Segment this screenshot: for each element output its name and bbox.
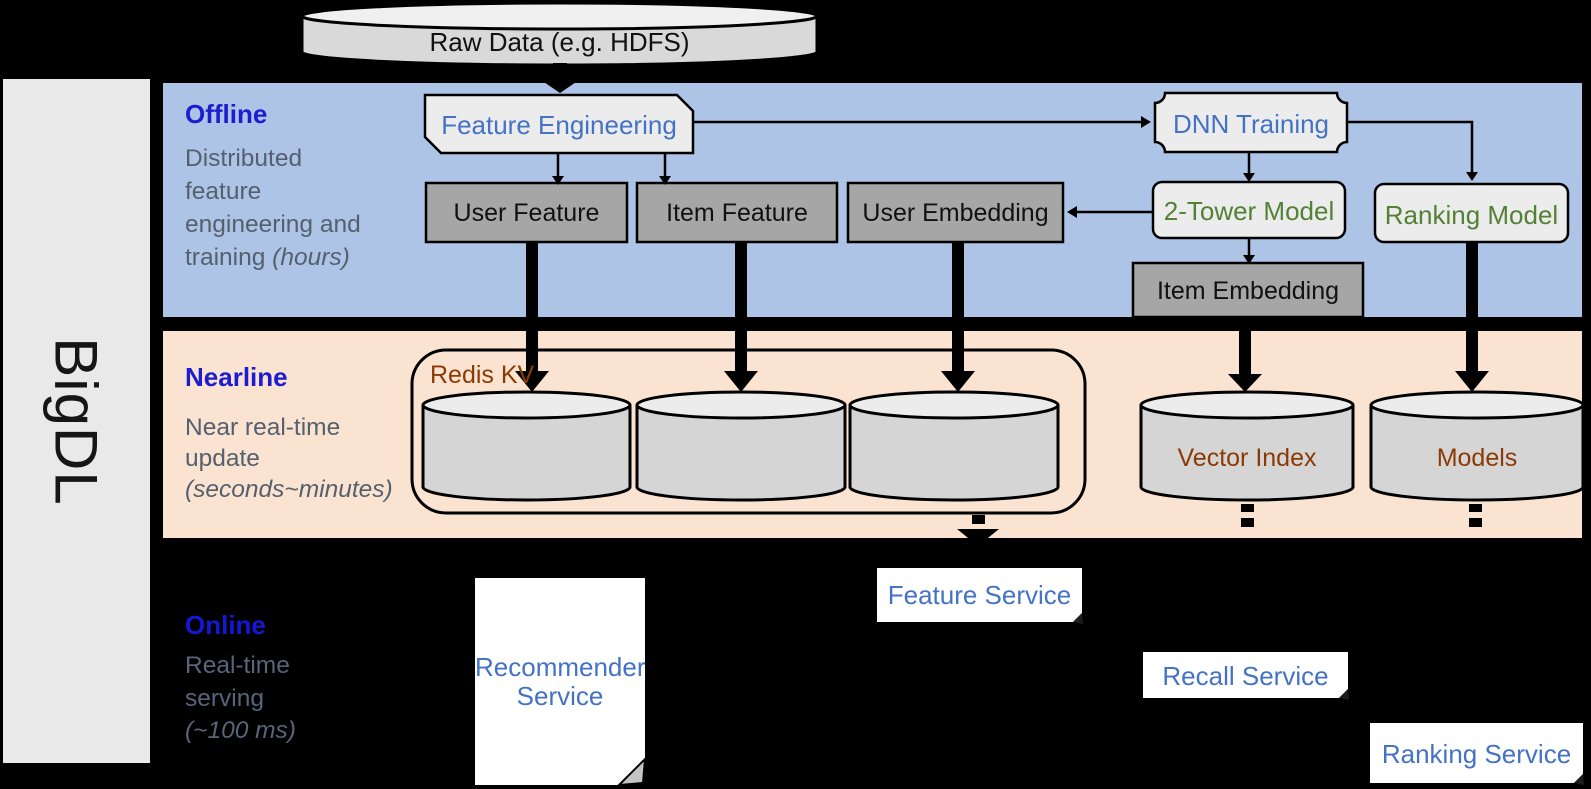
offline-desc-line2: feature [185, 178, 262, 205]
nearline-lane-title: Nearline [185, 362, 288, 392]
arrowhead-two-tower [1243, 173, 1255, 182]
recall-service-fold [1339, 689, 1349, 700]
arrowhead-dnn [1141, 116, 1151, 128]
redis-cylinder-1 [421, 405, 632, 502]
arrow-user-feature-to-redis [515, 242, 549, 392]
bigdl-sidebar-label-wrap: BigDL [3, 79, 150, 763]
nearline-desc-line3-italic: (seconds~minutes) [185, 476, 393, 503]
feature-service-fold [1073, 613, 1083, 624]
nearline-lane-desc: Near real-time update (seconds~minutes) [185, 412, 393, 505]
bigdl-sidebar [3, 79, 150, 763]
offline-desc-line4: training (hours) [185, 241, 361, 274]
redis-kv-label: Redis KV [430, 361, 535, 389]
vector-index-cylinder-top [1139, 390, 1355, 420]
ranking-service-fold [1574, 774, 1584, 785]
recall-service-label: Recall Service [1162, 661, 1329, 691]
vector-index-label: Vector Index [1177, 444, 1317, 472]
offline-desc-line4-normal: training [185, 244, 273, 271]
online-desc-line3-italic: (~100 ms) [185, 717, 296, 744]
ranking-service-label: Ranking Service [1381, 739, 1572, 769]
arrowhead-ranking-model [1466, 172, 1478, 181]
models-dash-1 [1469, 504, 1482, 512]
item-feature-box [635, 181, 839, 244]
redis-cylinder-1-top [421, 390, 632, 420]
redis-cylinder-2-top [635, 390, 847, 420]
redis-kv-container [410, 348, 1087, 515]
arrowhead-user-feature [552, 176, 564, 185]
nearline-desc-line3: (seconds~minutes) [185, 474, 393, 505]
raw-data-label: Raw Data (e.g. HDFS) [429, 27, 690, 57]
online-lane-desc: Real-time serving (~100 ms) [185, 650, 296, 748]
redis-drop-arrowhead [957, 529, 999, 546]
raw-data-cylinder-top [300, 1, 819, 31]
thin-connectors [556, 120, 1474, 255]
arrowhead-item-feature [659, 176, 671, 185]
arrow-ranking-model-to-models [1455, 242, 1489, 392]
arrow-item-feature-to-redis [724, 242, 758, 392]
ranking-model-label: Ranking Model [1384, 200, 1559, 230]
feature-service-box [877, 568, 1082, 622]
item-embedding-box [1131, 261, 1365, 319]
offline-lane-title: Offline [185, 99, 268, 129]
dashed-drops [957, 504, 1482, 546]
vector-index-dash-1 [1241, 504, 1254, 512]
dnn-training-label: DNN Training [1172, 109, 1330, 139]
ranking-service-box [1370, 723, 1583, 783]
two-tower-model-label: 2-Tower Model [1163, 196, 1335, 226]
offline-lane-desc: Distributed feature engineering and trai… [185, 142, 361, 274]
feature-engineering-shape [423, 93, 695, 155]
user-feature-box [424, 181, 629, 244]
redis-cylinder-2 [635, 405, 847, 502]
user-embedding-box [846, 181, 1065, 244]
models-cylinder-top [1369, 390, 1585, 420]
dnn-training-shape [1153, 91, 1349, 154]
offline-desc-line3: engineering and [185, 211, 361, 238]
recommender-service-doc-fold [616, 756, 647, 787]
redis-cylinder-3-top [848, 390, 1060, 420]
item-feature-label: Item Feature [666, 199, 808, 227]
recommender-service-line2: Service [516, 681, 604, 711]
feature-service-label: Feature Service [887, 580, 1072, 610]
vector-index-dash-2 [1241, 518, 1254, 527]
vector-index-cylinder [1139, 405, 1355, 502]
models-dash-2 [1469, 518, 1482, 527]
redis-cylinder-3 [848, 405, 1060, 502]
thin-arrowheads [552, 116, 1478, 264]
item-embedding-label: Item Embedding [1156, 277, 1340, 305]
recommender-service-line1: Recommender [475, 652, 646, 682]
online-desc-line2: serving [185, 684, 264, 712]
nearline-desc-line1: Near real-time [185, 414, 341, 441]
models-cylinder [1369, 405, 1585, 502]
feature-engineering-label: Feature Engineering [441, 110, 677, 140]
models-label: Models [1436, 444, 1518, 472]
arrow-rawdata-to-feature-engineering [538, 63, 582, 93]
online-lane-title: Online [185, 610, 266, 640]
line-dnn-to-ranking-model [1347, 120, 1474, 172]
recommender-service-doc [475, 578, 645, 785]
offline-desc-line4-italic: (hours) [272, 244, 350, 271]
recall-service-box [1143, 652, 1348, 698]
redis-dash [972, 515, 985, 524]
arrow-user-embedding-to-redis [941, 242, 975, 392]
arrowhead-user-embedding [1067, 206, 1077, 218]
offline-desc-line1: Distributed [185, 145, 303, 172]
recommender-service-label: Recommender Service [475, 652, 646, 711]
bigdl-brand: BigDL [43, 336, 111, 506]
online-desc-line3: (~100 ms) [185, 715, 296, 748]
user-embedding-label: User Embedding [862, 199, 1049, 227]
user-feature-label: User Feature [453, 199, 600, 227]
nearline-desc-line2: update [185, 445, 260, 472]
arrow-item-embedding-to-vector-index [1228, 317, 1262, 392]
online-desc-line1: Real-time [185, 652, 290, 679]
arrowhead-item-embedding [1243, 255, 1255, 264]
